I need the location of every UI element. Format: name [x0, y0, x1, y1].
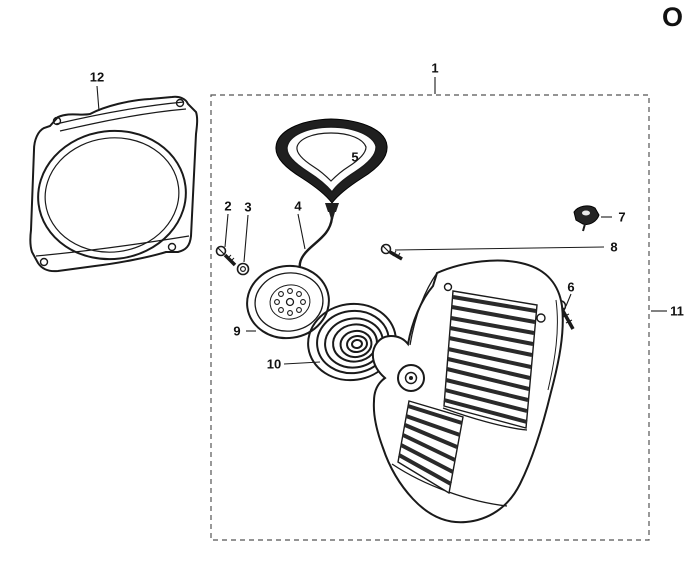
upper-vent-louvres [443, 290, 538, 429]
callout-7: 7 [618, 209, 626, 225]
leader-3 [243, 214, 249, 263]
part-12-crankcase-cover [29, 95, 199, 273]
leader-8 [394, 246, 605, 251]
leader-6 [565, 293, 572, 307]
callout-8: 8 [610, 239, 618, 255]
leader-12 [96, 85, 100, 112]
callout-4: 4 [294, 198, 302, 214]
lower-vent-louvres [397, 400, 464, 495]
leader-10 [283, 361, 321, 365]
callout-1: 1 [431, 60, 439, 76]
assembly-dashed-boundary [210, 94, 650, 541]
callout-5: 5 [351, 149, 359, 165]
callout-6: 6 [567, 279, 575, 295]
callout-2: 2 [224, 198, 232, 214]
callout-3: 3 [244, 199, 252, 215]
part-7-pawl [573, 205, 600, 232]
leader-2 [224, 213, 229, 248]
callout-9: 9 [233, 323, 241, 339]
part-3-washer [236, 262, 250, 276]
callout-11: 11 [670, 303, 684, 319]
part-4-starter-rope [298, 217, 334, 271]
leader-4 [297, 213, 306, 250]
callout-10: 10 [266, 356, 282, 372]
part-2-screw [215, 245, 237, 267]
section-letter: O [662, 2, 684, 32]
part-5-starter-handle [275, 118, 388, 219]
part-8-screw [380, 243, 403, 261]
part-9-starter-pulley [246, 264, 330, 340]
leader-lines [96, 77, 667, 365]
callout-12: 12 [89, 69, 105, 85]
starter-cover-housing [371, 259, 564, 524]
